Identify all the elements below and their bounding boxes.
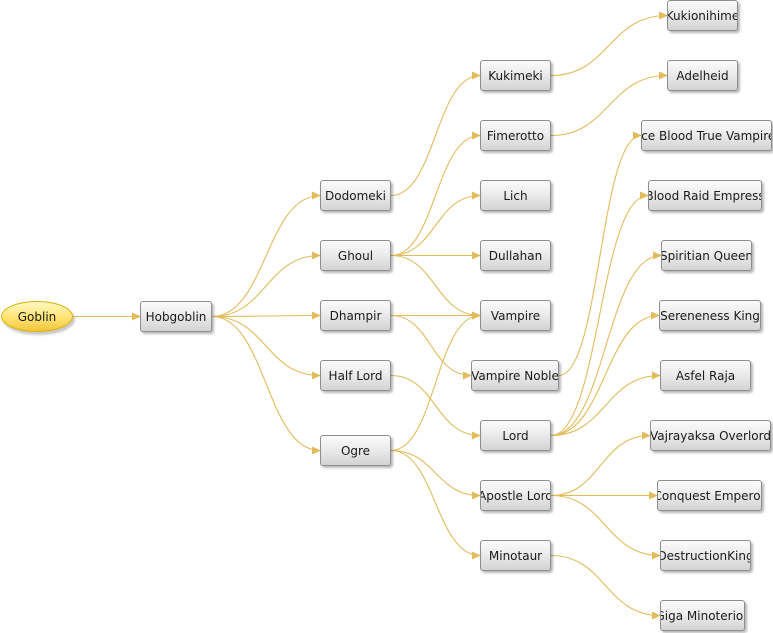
node-goblin[interactable]: Goblin <box>1 301 73 332</box>
node-hobgoblin[interactable]: Hobgoblin <box>140 301 212 332</box>
node-vampire[interactable]: Vampire <box>480 300 551 331</box>
edge-kukimeki-to-kukionihime <box>550 11 668 77</box>
edge-ghoul-to-lich <box>390 191 481 257</box>
edge-fimerotto-to-adelheid <box>550 71 668 137</box>
node-lich[interactable]: Lich <box>480 180 551 211</box>
edge-minotaur-to-giga_minoterios <box>550 554 661 620</box>
node-dullahan[interactable]: Dullahan <box>480 240 551 271</box>
node-asfel-raja[interactable]: Asfel Raja <box>660 360 751 391</box>
node-lord[interactable]: Lord <box>480 420 551 451</box>
node-sereneness-king[interactable]: Sereneness King <box>659 300 761 331</box>
node-destruction-king[interactable]: DestructionKing <box>660 540 751 571</box>
edge-lord-to-spiritian_queen <box>550 251 662 437</box>
edge-hobgoblin-to-dodomeki <box>211 191 321 318</box>
node-spiritian-queen[interactable]: Spiritian Queen <box>661 240 752 271</box>
node-conquest-emperor[interactable]: Conquest Emperor <box>657 480 762 511</box>
node-vajrayaksa-overlord[interactable]: Vajrayaksa Overlord <box>650 420 771 451</box>
node-ice-blood-true-vampire[interactable]: Ice Blood True Vampire <box>641 120 772 151</box>
edge-half_lord-to-lord <box>390 374 481 440</box>
node-half-lord[interactable]: Half Lord <box>320 360 391 391</box>
edge-ogre-to-vampire <box>390 311 481 452</box>
edge-hobgoblin-to-dhampir <box>211 311 321 320</box>
edge-ogre-to-apostle_lord <box>390 449 481 500</box>
node-kukionihime[interactable]: Kukionihime <box>667 0 738 31</box>
edge-hobgoblin-to-half_lord <box>211 315 321 380</box>
node-kukimeki[interactable]: Kukimeki <box>480 60 551 91</box>
edge-vampire_noble-to-ice_blood_true_vampire <box>558 131 642 377</box>
edge-lord-to-sereneness_king <box>550 311 660 437</box>
node-adelheid[interactable]: Adelheid <box>667 60 738 91</box>
node-vampire-noble[interactable]: Vampire Noble <box>471 360 559 391</box>
node-ogre[interactable]: Ogre <box>320 435 391 466</box>
node-giga-minoterios[interactable]: Giga Minoterios <box>660 600 745 631</box>
node-dodomeki[interactable]: Dodomeki <box>320 180 391 211</box>
edge-lord-to-blood_raid_empress <box>550 191 649 437</box>
edge-apostle_lord-to-vajrayaksa_overlord <box>550 431 651 497</box>
edge-dodomeki-to-kukimeki <box>390 71 481 197</box>
edge-ghoul-to-vampire <box>390 254 481 320</box>
node-fimerotto[interactable]: Fimerotto <box>480 120 551 151</box>
edge-hobgoblin-to-ghoul <box>211 251 321 318</box>
node-dhampir[interactable]: Dhampir <box>320 300 391 331</box>
edge-hobgoblin-to-ogre <box>211 315 321 455</box>
node-minotaur[interactable]: Minotaur <box>480 540 551 571</box>
edge-ogre-to-minotaur <box>390 449 481 560</box>
node-ghoul[interactable]: Ghoul <box>320 240 391 271</box>
edge-ghoul-to-fimerotto <box>390 131 481 257</box>
edge-dhampir-to-vampire_noble <box>390 314 472 380</box>
edge-apostle_lord-to-destruction_king <box>550 494 661 560</box>
node-blood-raid-empress[interactable]: Blood Raid Empress <box>648 180 762 211</box>
node-apostle-lord[interactable]: Apostle Lord <box>480 480 551 511</box>
edge-lord-to-asfel_raja <box>550 371 661 437</box>
